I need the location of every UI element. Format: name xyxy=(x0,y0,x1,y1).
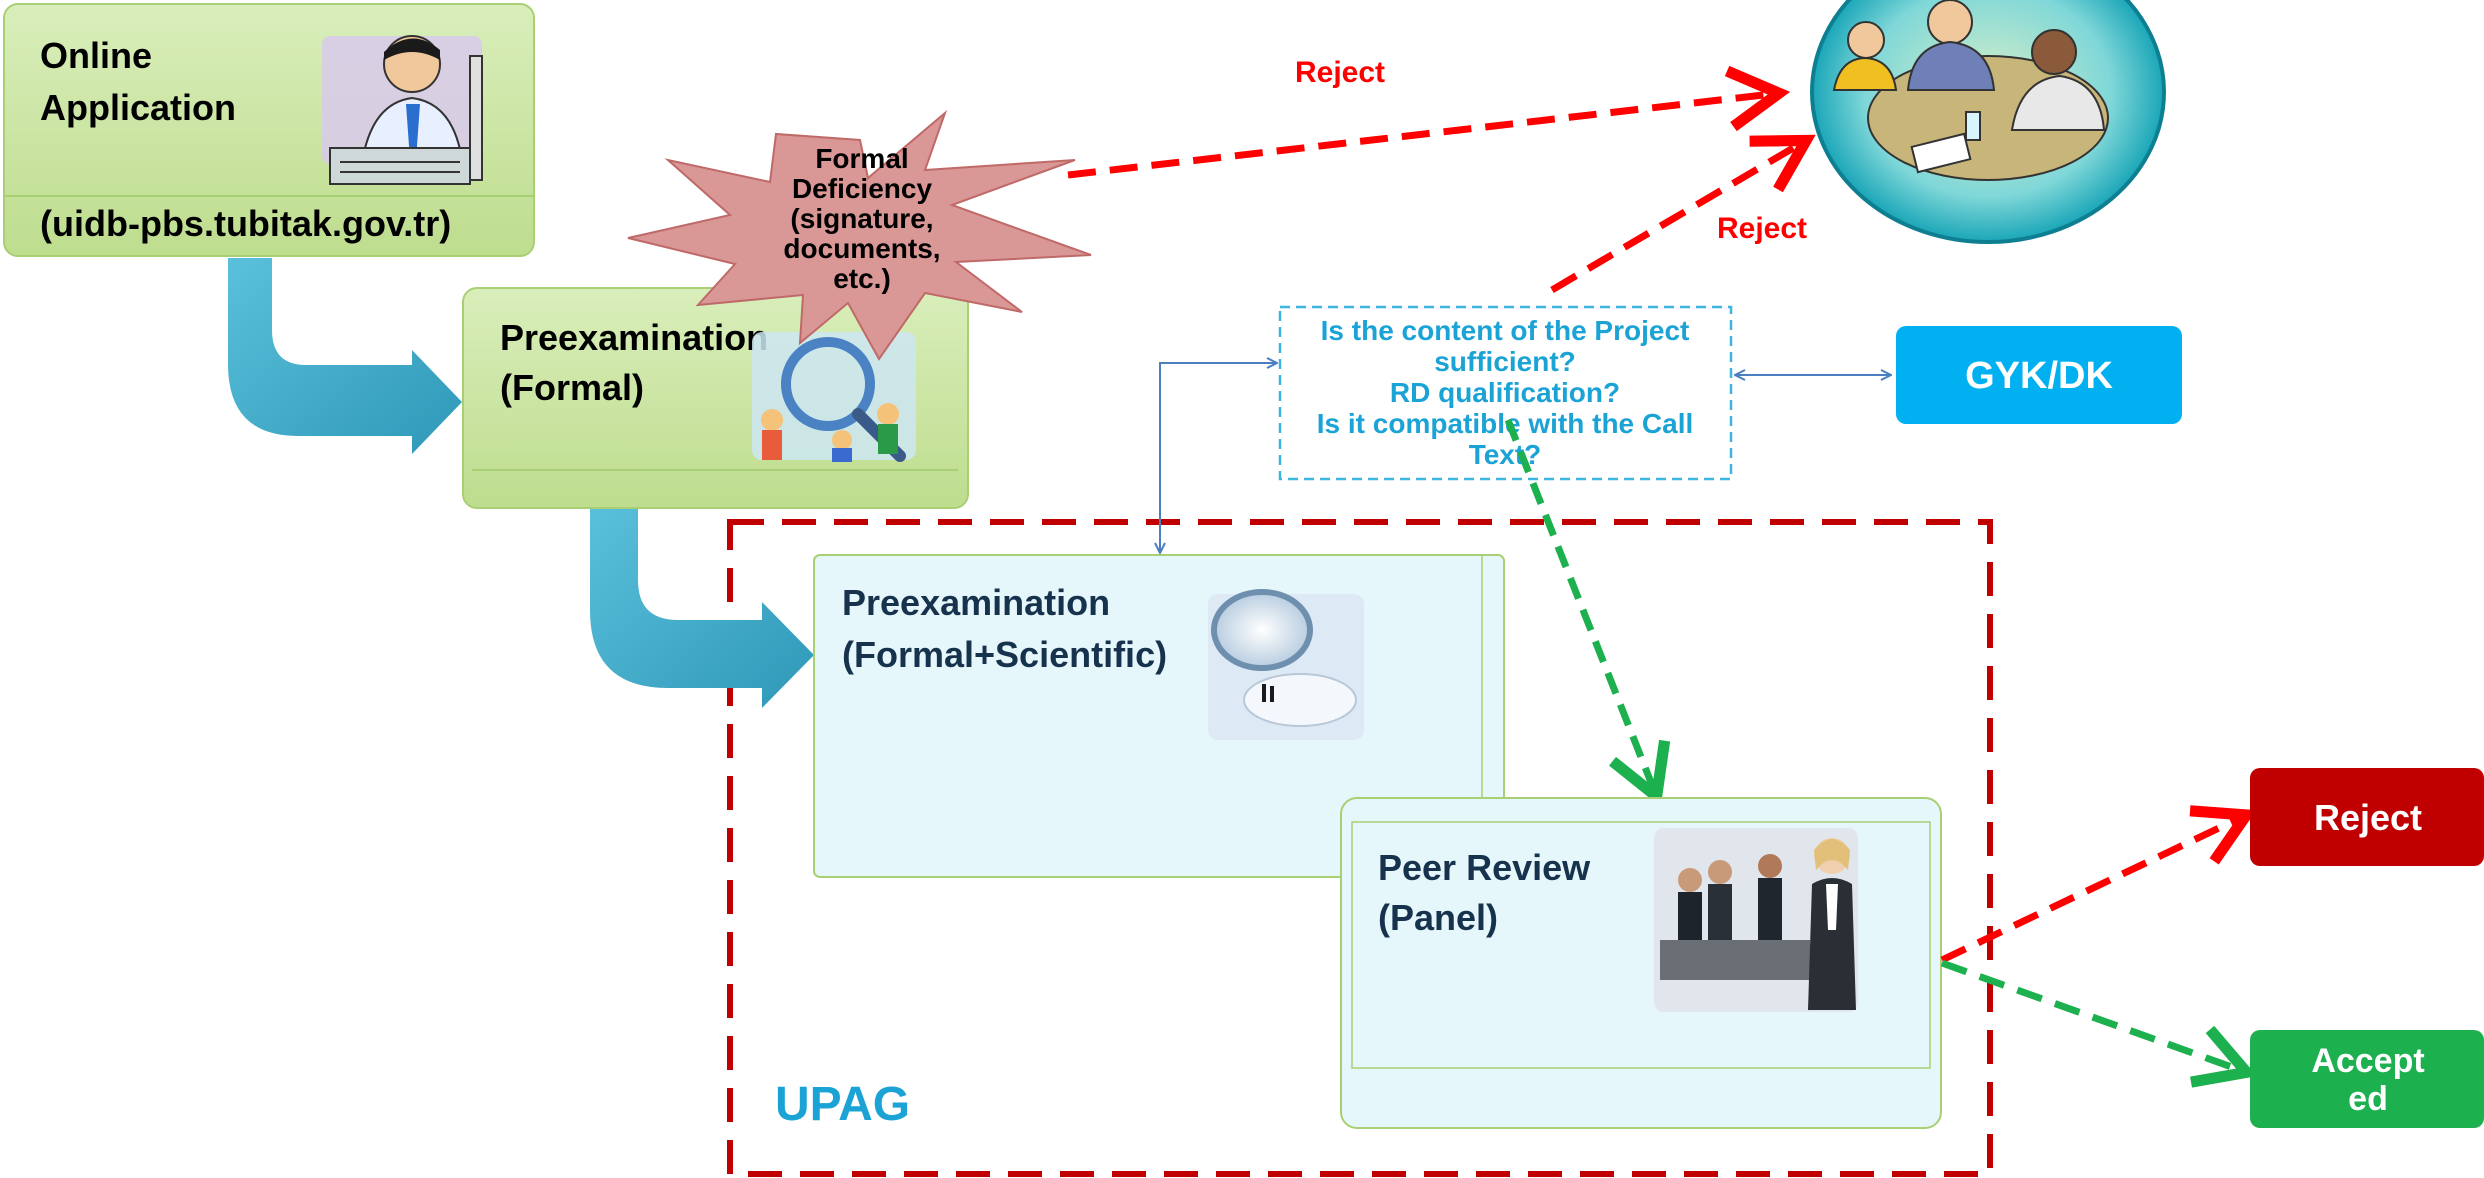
question-line-5: Text? xyxy=(1469,439,1542,470)
question-box: Is the content of the Project sufficient… xyxy=(1278,305,1733,481)
online-application-title-1: Online xyxy=(40,35,152,76)
accepted-box-line-1: Accept xyxy=(2311,1042,2424,1080)
reject-arrow-top xyxy=(1067,65,1791,179)
online-application-url: (uidb-pbs.tubitak.gov.tr) xyxy=(40,203,451,244)
gyk-dk-label: GYK/DK xyxy=(1965,355,2113,397)
question-line-2: sufficient? xyxy=(1434,346,1576,377)
reject-box: Reject xyxy=(2250,768,2484,866)
accepted-box: Accept ed xyxy=(2250,1030,2484,1128)
business-team-icon xyxy=(1654,828,1858,1012)
reject-arrow-mid xyxy=(1550,134,1816,294)
flow-arrow-2 xyxy=(590,505,814,708)
preexam-scientific-title-1: Preexamination xyxy=(842,582,1110,623)
formal-deficiency-line-3: (signature, xyxy=(790,203,933,234)
peer-review-title-1: Peer Review xyxy=(1378,847,1591,888)
magnifier-photo-icon xyxy=(1208,589,1364,740)
reject-box-label: Reject xyxy=(2314,797,2422,838)
reject-arrow-bottom xyxy=(1940,805,2257,964)
formal-deficiency-line-2: Deficiency xyxy=(792,173,932,204)
reject-label-mid: Reject xyxy=(1717,212,1807,245)
question-line-3: RD qualification? xyxy=(1390,377,1620,408)
formal-deficiency-burst: Formal Deficiency (signature, documents,… xyxy=(627,109,1092,361)
gyk-dk-box: GYK/DK xyxy=(1896,326,2182,424)
question-line-1: Is the content of the Project xyxy=(1321,315,1690,346)
upag-container xyxy=(727,519,1993,1177)
preexam-formal-title-2: (Formal) xyxy=(500,367,644,408)
accepted-box-line-2: ed xyxy=(2348,1080,2388,1118)
accept-arrow-bottom xyxy=(1940,959,2258,1088)
flow-arrow-1 xyxy=(228,258,462,454)
online-application-title-2: Application xyxy=(40,87,236,128)
meeting-clipart-icon xyxy=(1810,0,2166,244)
formal-deficiency-line-1: Formal xyxy=(815,143,908,174)
upag-label: UPAG xyxy=(775,1078,910,1131)
peer-review-title-2: (Panel) xyxy=(1378,897,1498,938)
formal-deficiency-line-4: documents, xyxy=(783,233,940,264)
reject-label-top: Reject xyxy=(1295,56,1385,89)
typist-clipart-icon xyxy=(322,35,483,185)
magnifier-people-icon xyxy=(752,332,916,462)
preexam-formal-title-1: Preexamination xyxy=(500,317,768,358)
question-line-4: Is it compatible with the Call xyxy=(1317,408,1694,439)
formal-deficiency-line-5: etc.) xyxy=(833,263,891,294)
preexam-scientific-title-2: (Formal+Scientific) xyxy=(842,634,1167,675)
